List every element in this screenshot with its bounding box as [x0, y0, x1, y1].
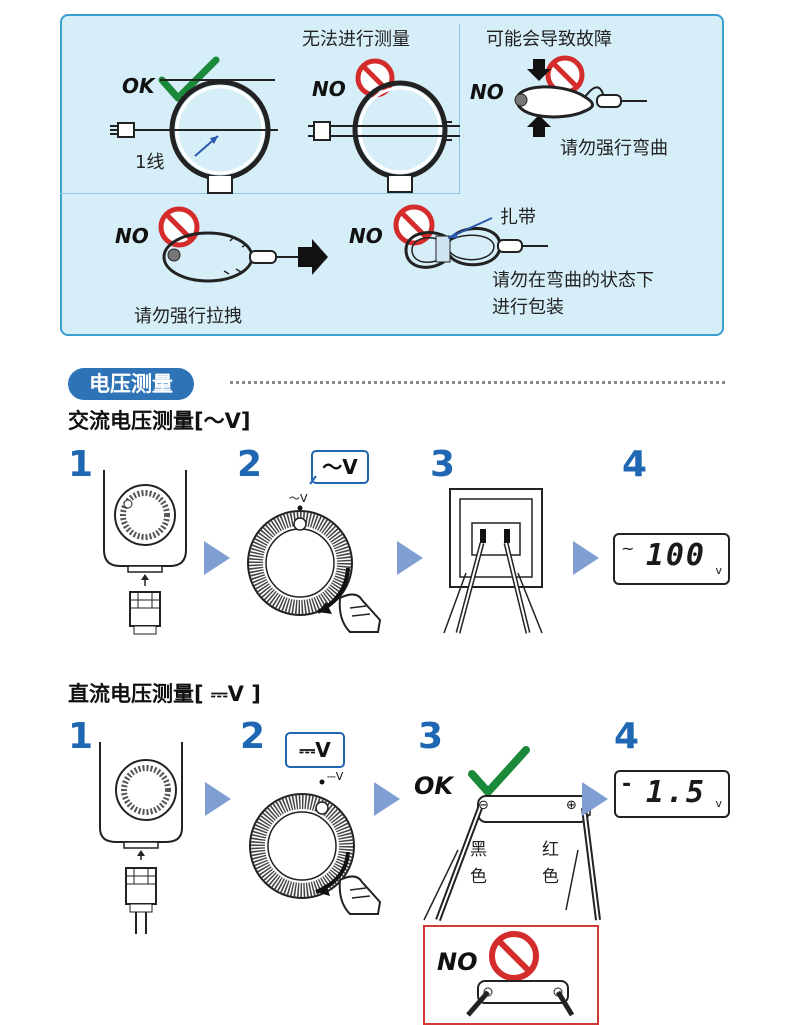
ac-step-arrow-2 [397, 541, 423, 575]
ac-step-number-2: 2 [237, 444, 263, 485]
no-force-pull-label: 请勿强行拉拽 [134, 306, 242, 327]
battery-plus-mark: ⊕ [566, 798, 577, 813]
dc-step-number-2: 2 [240, 716, 266, 757]
may-fault-label: 可能会导致故障 [486, 29, 612, 50]
dc-step-arrow-1 [205, 782, 231, 816]
no-pack-bent-label-line2: 进行包装 [492, 297, 564, 318]
no-force-bend-label: 请勿强行弯曲 [560, 138, 668, 159]
battery-probe-illustration [423, 795, 601, 922]
ok-check-icon [468, 746, 530, 796]
no-label: NO [349, 224, 383, 248]
ok-label: OK [414, 772, 453, 800]
dc-function-callout: ⎓V [285, 732, 345, 768]
ac-outlet-probes-illustration [443, 488, 543, 634]
reversed-battery-illustration [466, 980, 575, 1017]
black-lead-label-line1: 黑 [470, 840, 487, 860]
dc-step-number-3: 3 [418, 716, 444, 757]
no-label: NO [437, 948, 478, 976]
cable-tie-label: 扎带 [500, 207, 536, 228]
pulled-sensor-illustration [162, 231, 328, 283]
no-pack-bent-label-line1: 请勿在弯曲的状态下 [492, 270, 654, 291]
clamp-sensor-single-wire-illustration [110, 79, 278, 194]
black-lead-label-line2: 色 [470, 867, 487, 887]
panel-divider-horizontal [60, 193, 460, 194]
red-lead-label-line2: 色 [542, 867, 559, 887]
dc-step-number-1: 1 [68, 716, 94, 757]
dc-step-arrow-3 [582, 782, 608, 816]
section-dotted-rule [230, 381, 725, 384]
battery-minus-mark: ⊖ [478, 798, 489, 813]
ac-lcd-unit: v [715, 564, 722, 577]
dc-lcd-value: 1.5 [645, 775, 706, 810]
no-label: NO [115, 224, 149, 248]
panel-divider-vertical [459, 24, 460, 194]
dc-lcd-display: - 1.5 v [614, 770, 730, 818]
ac-meter-plug-in-illustration [103, 470, 187, 635]
dc-meter-plug-in-illustration [99, 742, 183, 934]
ac-rotary-dial-illustration [247, 475, 382, 633]
ac-lcd-display: ~ 100 v [613, 533, 730, 585]
dc-step-arrow-2 [374, 782, 400, 816]
dc-lcd-unit: v [715, 797, 722, 810]
dc-voltage-heading: 直流电压测量[ ⎓V ] [68, 682, 261, 706]
clamp-sensor-two-wires-illustration [308, 80, 460, 193]
bent-sensor-illustration [514, 59, 647, 137]
section-title-voltage-measurement: 电压测量 [68, 368, 194, 400]
red-lead-label-line1: 红 [542, 840, 559, 860]
dc-rotary-dial-illustration [249, 779, 382, 915]
ac-step-number-1: 1 [68, 444, 94, 485]
ac-lcd-symbol: ~ [621, 539, 635, 558]
ac-step-number-4: 4 [622, 444, 648, 485]
no-label: NO [312, 77, 346, 101]
ok-label: OK [122, 74, 155, 98]
prohibited-icon [489, 931, 539, 981]
ac-step-arrow-1 [204, 541, 230, 575]
dc-lcd-symbol: - [622, 772, 632, 797]
cannot-measure-label: 无法进行测量 [302, 29, 410, 50]
ac-step-arrow-3 [573, 541, 599, 575]
ac-dial-mark: ～V [289, 492, 308, 505]
ok-check-icon [158, 56, 220, 102]
ac-function-callout: ～V [311, 450, 369, 484]
bundled-sensor-illustration [404, 217, 548, 269]
ac-lcd-value: 100 [645, 538, 706, 573]
ac-voltage-heading: 交流电压测量[～V] [68, 409, 251, 433]
one-wire-label: 1线 [135, 152, 165, 173]
dc-step-number-4: 4 [614, 716, 640, 757]
ac-step-number-3: 3 [430, 444, 456, 485]
dc-dial-mark: ⎓V [327, 770, 344, 783]
no-label: NO [470, 80, 504, 104]
